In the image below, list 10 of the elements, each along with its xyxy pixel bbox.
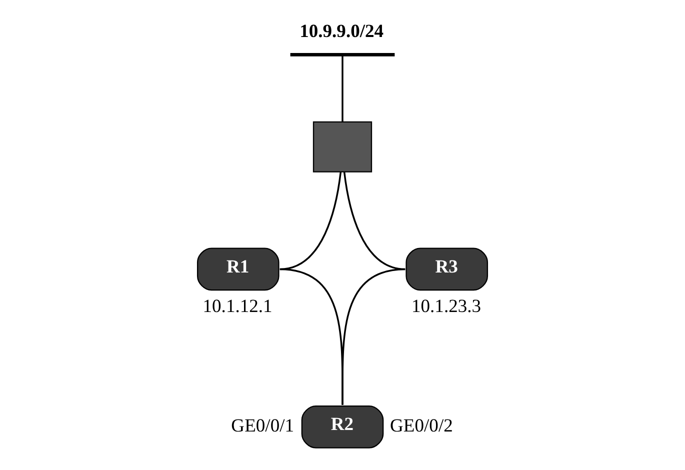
connector	[280, 172, 342, 270]
connector	[342, 54, 344, 122]
node-label: GE0/0/1	[231, 415, 294, 436]
connector	[343, 172, 406, 270]
node-box	[312, 121, 372, 172]
node-label: 10.1.12.1	[202, 296, 272, 317]
node-text: 10.9.9.0/24	[300, 21, 384, 42]
connector	[342, 268, 406, 405]
node-label: GE0/0/2	[390, 415, 453, 436]
node-label: 10.1.23.3	[411, 296, 482, 317]
